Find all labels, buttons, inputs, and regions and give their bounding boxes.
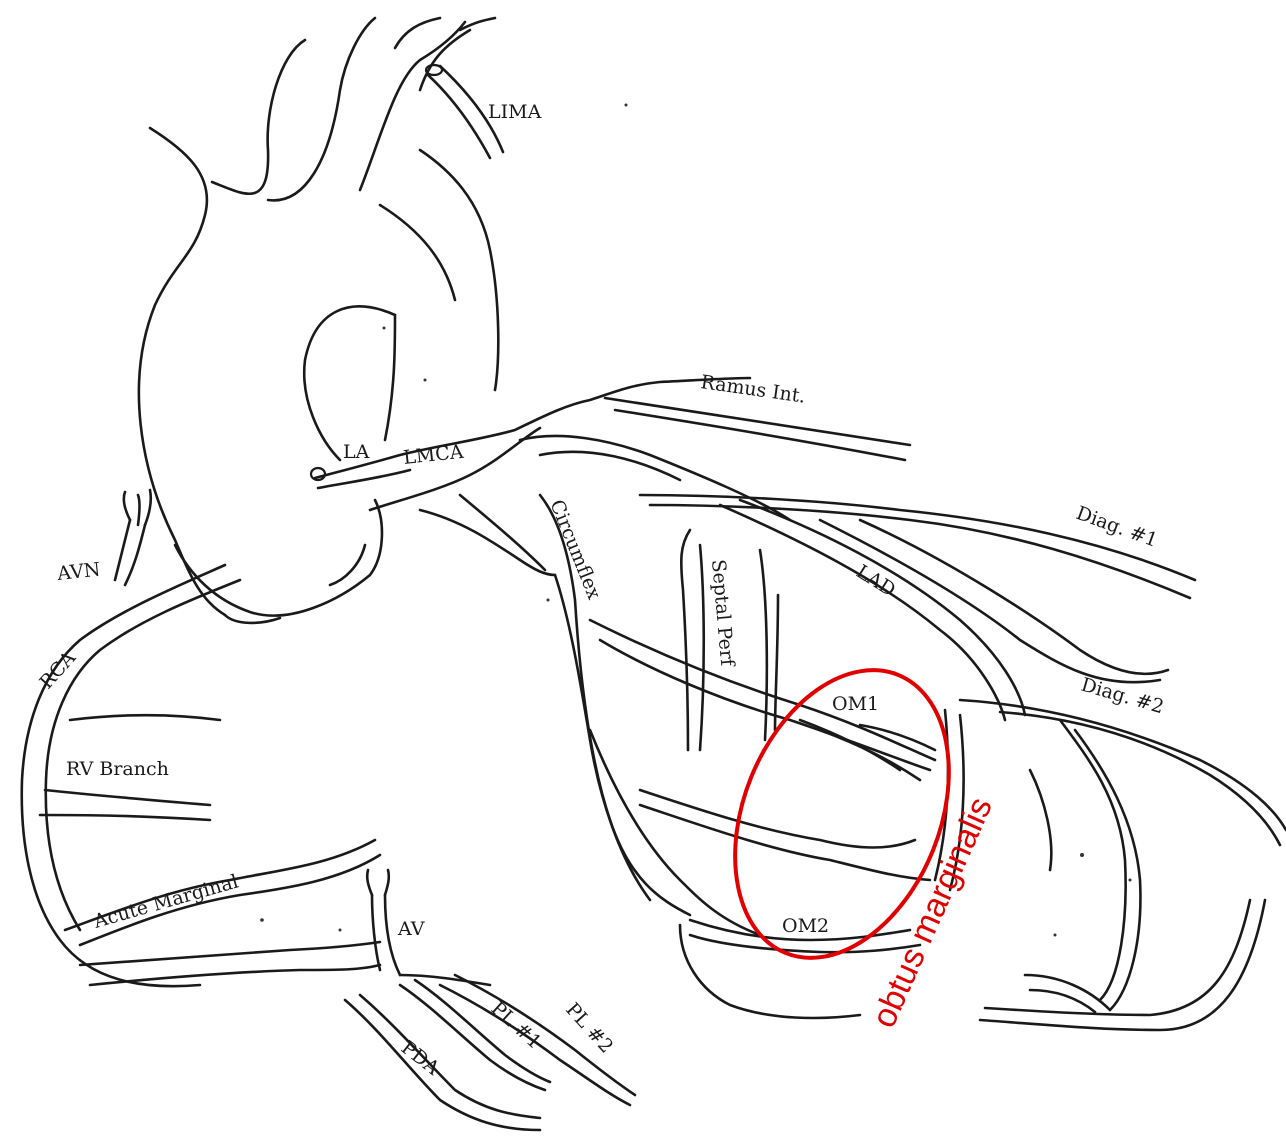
label-ramus: Ramus Int. bbox=[699, 371, 807, 407]
label-pda: PDA bbox=[397, 1037, 444, 1080]
distal-lateral-vessels bbox=[935, 710, 1265, 1030]
pda-pl-vessels bbox=[345, 975, 635, 1130]
label-la: LA bbox=[343, 441, 370, 463]
label-septal-perf: Septal Perf bbox=[707, 559, 738, 669]
aorta bbox=[139, 18, 498, 615]
label-pl1: PL #1 bbox=[487, 997, 546, 1053]
label-avn: AVN bbox=[55, 559, 101, 585]
label-acute-marginal: Acute Marginal bbox=[90, 871, 241, 934]
label-om1: OM1 bbox=[832, 693, 879, 715]
label-rca: RCA bbox=[35, 647, 80, 694]
label-pl2: PL #2 bbox=[561, 999, 617, 1058]
label-av: AV bbox=[397, 918, 425, 940]
ramus-vessel bbox=[520, 398, 910, 520]
label-circumflex: Circumflex bbox=[545, 497, 605, 603]
label-lima: LIMA bbox=[488, 101, 542, 123]
label-lmca: LMCA bbox=[402, 441, 465, 469]
label-rv-branch: RV Branch bbox=[66, 758, 169, 780]
print-specks bbox=[260, 104, 1131, 937]
heart-body bbox=[175, 500, 382, 623]
annotation-obtus-marginalis: obtus marginalis bbox=[865, 792, 1000, 1034]
label-om2: OM2 bbox=[782, 915, 829, 937]
highlight-ellipse bbox=[695, 638, 989, 990]
